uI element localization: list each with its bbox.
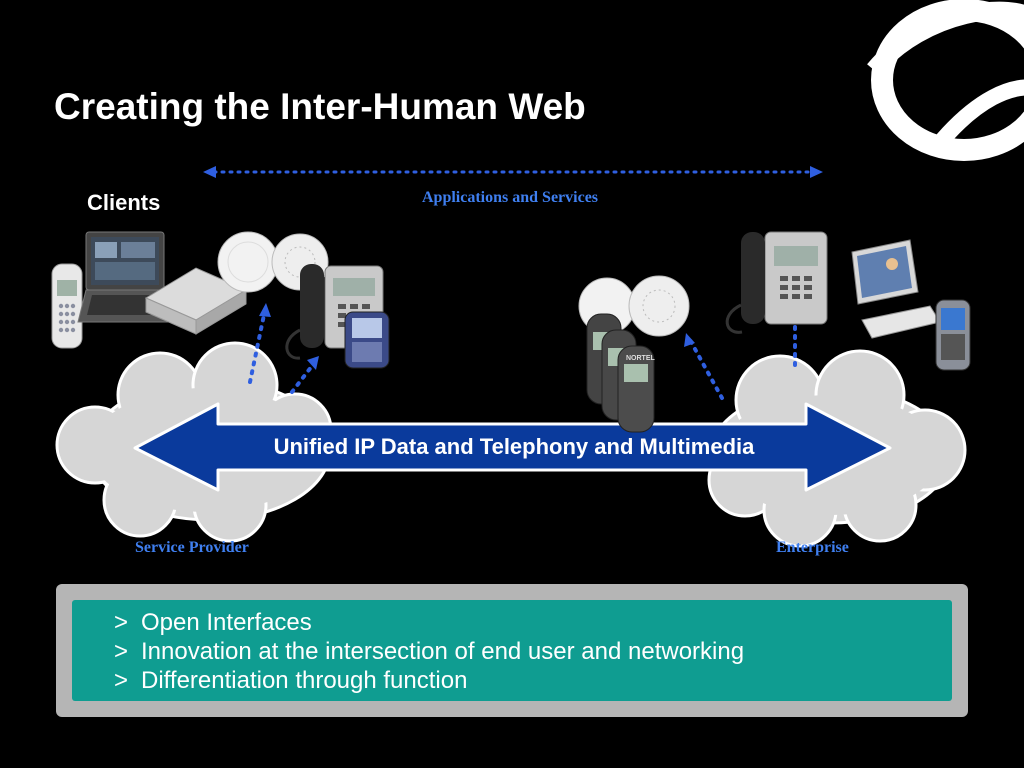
desktop-computer-icon xyxy=(851,239,941,339)
pda-phone-icon xyxy=(935,299,971,371)
applications-services-label: Applications and Services xyxy=(422,189,599,206)
bullet-marker: > xyxy=(114,609,129,636)
clients-label: Clients xyxy=(87,190,161,215)
slide-title: Creating the Inter-Human Web xyxy=(54,86,586,127)
arrow-label: Unified IP Data and Telephony and Multim… xyxy=(273,434,755,459)
mobile-handset-icon xyxy=(586,313,655,433)
applications-span-arrow xyxy=(203,166,823,178)
cordless-phone-icon xyxy=(51,263,83,349)
bullet-text: Innovation at the intersection of end us… xyxy=(141,638,745,665)
service-provider-label: Service Provider xyxy=(135,539,249,556)
summary-panel: > Open Interfaces > Innovation at the inte… xyxy=(56,584,968,717)
bullet-item: > Innovation at the intersection of end u… xyxy=(114,637,744,666)
summary-panel-inner: > Open Interfaces > Innovation at the inte… xyxy=(72,600,952,701)
client-connectors xyxy=(248,308,797,400)
pda-phone-icon xyxy=(344,311,390,369)
unified-network-arrow xyxy=(133,402,892,492)
bullet-item: > Differentiation through function xyxy=(114,666,744,695)
bullet-text: Differentiation through function xyxy=(141,667,468,694)
bullet-text: Open Interfaces xyxy=(141,609,312,636)
bullet-list: > Open Interfaces > Innovation at the inte… xyxy=(114,608,744,695)
bullet-marker: > xyxy=(114,638,129,665)
bullet-marker: > xyxy=(114,667,129,694)
desk-phone-icon xyxy=(725,231,828,334)
enterprise-label: Enterprise xyxy=(776,539,849,556)
bullet-item: > Open Interfaces xyxy=(114,608,744,637)
laptop-icon xyxy=(77,231,173,323)
handset-brand-label: NORTEL xyxy=(626,355,656,362)
